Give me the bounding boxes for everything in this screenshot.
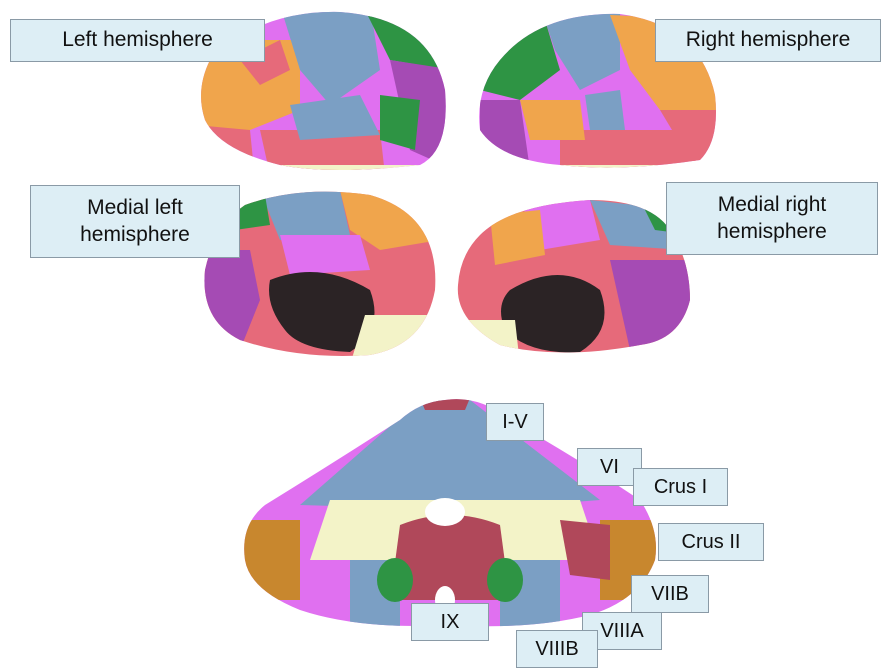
cerebellum-flatmap <box>235 390 665 635</box>
label-lobule-viiib: VIIIB <box>516 630 598 668</box>
label-crus-i: Crus I <box>633 468 728 506</box>
label-left-hemisphere: Left hemisphere <box>10 19 265 62</box>
medial-right-hemisphere <box>450 195 700 365</box>
label-medial-left-hemisphere: Medial left hemisphere <box>30 185 240 258</box>
label-medial-right-hemisphere: Medial right hemisphere <box>666 182 878 255</box>
label-lobule-i-v: I-V <box>486 403 544 441</box>
label-lobule-ix: IX <box>411 603 489 641</box>
label-right-hemisphere: Right hemisphere <box>655 19 881 62</box>
label-crus-ii: Crus II <box>658 523 764 561</box>
label-lobule-viib: VIIB <box>631 575 709 613</box>
